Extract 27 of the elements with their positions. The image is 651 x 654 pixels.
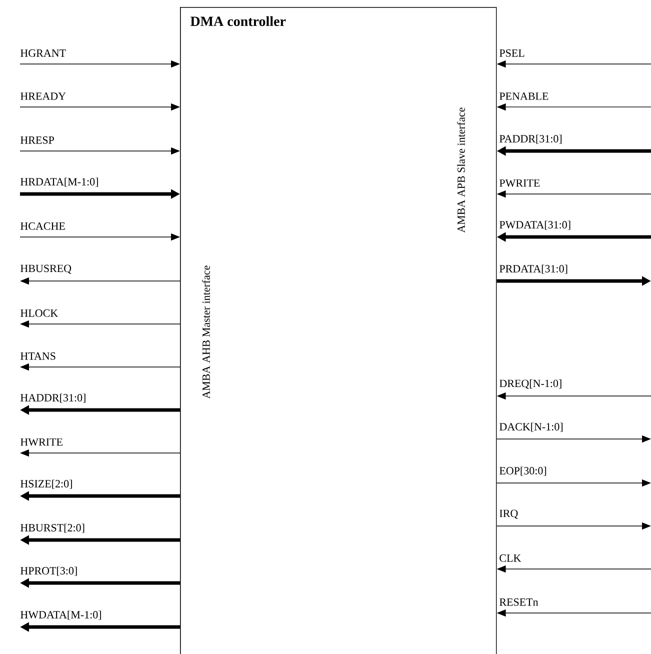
signal-label: HLOCK — [20, 309, 58, 317]
edge-label: DACK[N-1:0] — [500, 422, 563, 432]
edge-label: PRDATA[31:0] — [500, 264, 568, 274]
edge-label: IRQ — [500, 510, 518, 519]
signal-label: HGRANT — [20, 49, 66, 57]
signal-label: HTANS — [20, 352, 56, 360]
edge-label: RESETn — [500, 598, 538, 606]
signal-label: HRDATA[M-1:0] — [20, 178, 98, 187]
edge-label: PADDR[31:0] — [500, 134, 562, 144]
signal-label: HBUSREQ — [20, 264, 72, 274]
signal-label: HSIZE[2:0] — [20, 480, 72, 489]
edge-label: DREQ[N-1:0] — [500, 379, 562, 389]
signal-label: HWRITE — [20, 438, 62, 446]
edge-label: PWRITE — [500, 179, 540, 187]
signal-label: HWDATA[M-1:0] — [20, 610, 101, 620]
edge-label: CLK — [500, 554, 522, 562]
edge-label: PWDATA[31:0] — [500, 220, 570, 230]
edge-label: PENABLE — [500, 92, 548, 100]
edge-label: PSEL — [500, 49, 524, 57]
signal-label: HADDR[31:0] — [20, 394, 86, 403]
signal-label: HPROT[3:0] — [20, 566, 77, 576]
edge-label: EOP[30:0] — [500, 466, 546, 476]
controller-box: DMA controller AMBA AHB Master interface AMBA APB Slave interface — [180, 7, 497, 654]
signal-label: HBURST[2:0] — [20, 524, 84, 533]
signal-label: HCACHE — [20, 222, 65, 230]
signal-label: HREADY — [20, 92, 66, 100]
signal-label: HRESP — [20, 136, 54, 144]
